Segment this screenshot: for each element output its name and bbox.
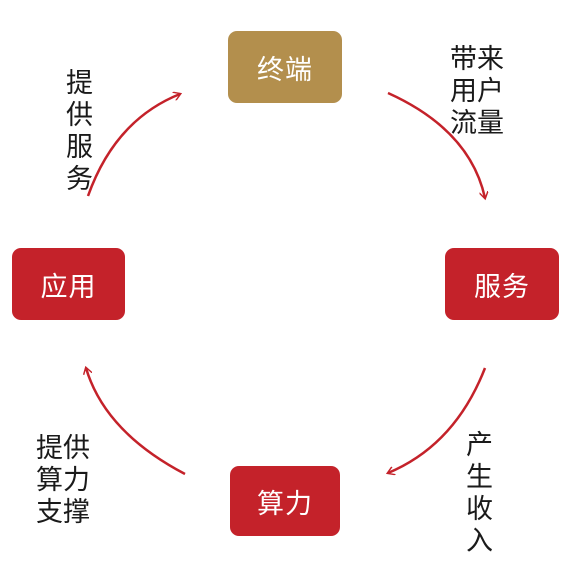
- node-terminal-label: 终端: [257, 54, 313, 86]
- edge-label-generate-income: 产 生 收 入: [466, 430, 493, 557]
- node-compute-label: 算力: [257, 488, 313, 520]
- edge-label-provide-service: 提 供 服 务: [66, 68, 93, 195]
- edge-label-bring-users: 带来 用户 流量: [450, 44, 504, 139]
- node-application-label: 应用: [40, 271, 97, 303]
- node-application: 应用: [12, 248, 125, 320]
- node-compute: 算力: [230, 466, 340, 536]
- node-service-label: 服务: [474, 271, 530, 303]
- arrow-terminal-to-service: [387, 91, 485, 198]
- node-terminal: 终端: [228, 31, 342, 103]
- edge-label-provide-compute: 提供 算力 支撑: [36, 433, 90, 528]
- arrow-service-to-compute: [388, 367, 487, 473]
- arrow-application-to-terminal: [86, 94, 180, 197]
- arrow-compute-to-application: [86, 368, 186, 476]
- node-service: 服务: [445, 248, 559, 320]
